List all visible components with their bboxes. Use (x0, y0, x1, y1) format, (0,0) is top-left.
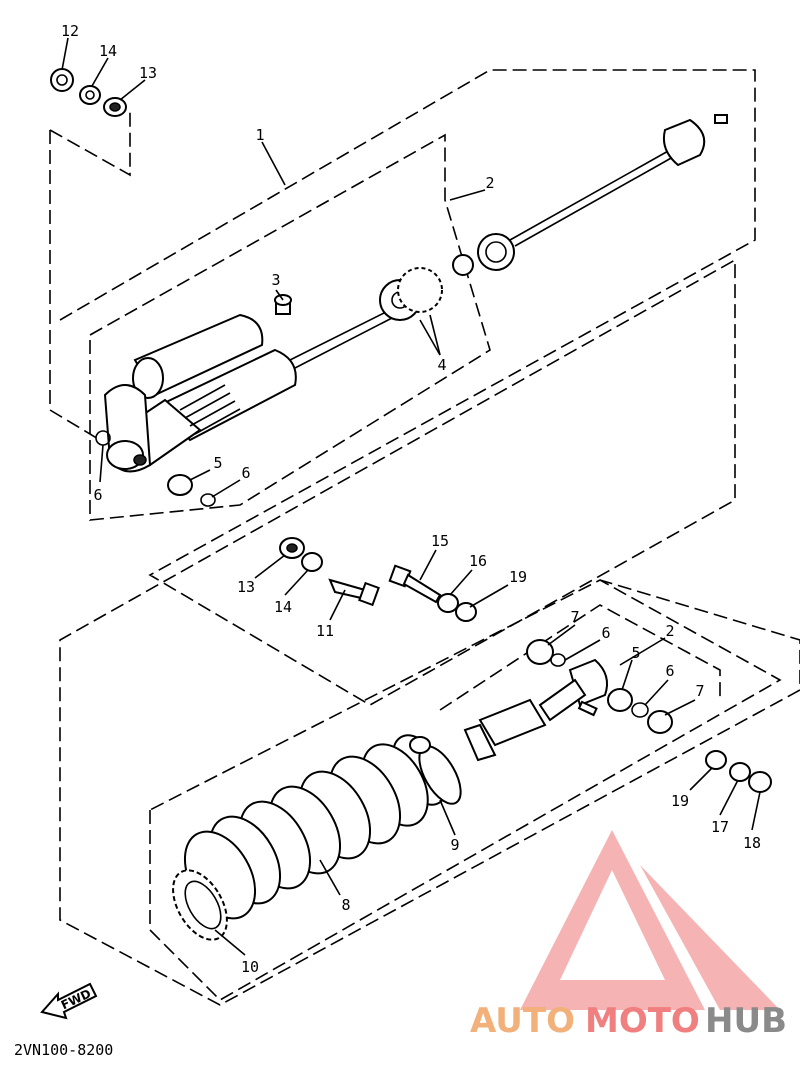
washer-17 (729, 762, 751, 782)
callout-8: 8 (341, 896, 350, 914)
callout-16: 16 (469, 552, 487, 570)
spring-8 (183, 734, 448, 920)
callout-9: 9 (450, 836, 459, 854)
adjuster-10 (172, 869, 228, 941)
bolt-15 (388, 564, 442, 604)
shock-absorber-body (103, 267, 443, 473)
spring-guide-9 (409, 736, 462, 805)
nut-19-lower (705, 750, 727, 770)
callout-7: 7 (570, 608, 579, 626)
callout-2: 2 (665, 622, 674, 640)
callout-12: 12 (61, 22, 79, 40)
callout-19: 19 (671, 792, 689, 810)
callout-15: 15 (431, 532, 449, 550)
diagram-code: 2VN100-8200 (14, 1041, 113, 1059)
callout-1: 1 (255, 126, 264, 144)
washer-16 (437, 593, 459, 613)
bolt-11 (328, 578, 380, 607)
washer-14-top (79, 85, 101, 105)
damper-rod (452, 114, 728, 276)
watermark-part2: MOTO (585, 1001, 700, 1041)
callout-18: 18 (743, 834, 761, 852)
callout-5: 5 (213, 454, 222, 472)
callout-5: 5 (631, 644, 640, 662)
bleeder-3 (274, 294, 292, 315)
callout-labels: 12 14 13 1 2 3 4 5 6 6 13 14 11 15 16 19… (61, 22, 761, 976)
callout-10: 10 (241, 958, 259, 976)
bushing-13-mid (279, 537, 305, 559)
collar-5-upper (167, 474, 193, 496)
callout-4: 4 (437, 356, 446, 374)
callout-6: 6 (93, 486, 102, 504)
assembly-boundaries (49, 69, 800, 1006)
callout-2: 2 (485, 174, 494, 192)
fwd-arrow-icon: FWD (40, 982, 98, 1020)
spring-seat-assembly (463, 639, 673, 762)
washer-14-mid (301, 552, 323, 572)
callout-13: 13 (139, 64, 157, 82)
callout-6: 6 (601, 624, 610, 642)
callout-19: 19 (509, 568, 527, 586)
watermark-logo (520, 830, 780, 1010)
watermark-part3: HUB (705, 1001, 787, 1041)
watermark-part1: AUTO (470, 1001, 575, 1041)
nut-18 (748, 771, 772, 793)
watermark-text: AUTO MOTO HUB (470, 1001, 787, 1041)
callout-14: 14 (274, 598, 292, 616)
callout-6: 6 (665, 662, 674, 680)
nut-19-mid (455, 602, 477, 622)
callout-7: 7 (695, 682, 704, 700)
callout-11: 11 (316, 622, 334, 640)
callout-13: 13 (237, 578, 255, 596)
nut-12 (50, 68, 74, 92)
leader-lines (61, 37, 761, 956)
callout-14: 14 (99, 42, 117, 60)
callout-17: 17 (711, 818, 729, 836)
callout-6: 6 (241, 464, 250, 482)
callout-3: 3 (271, 271, 280, 289)
bushing-13-top (103, 97, 127, 117)
